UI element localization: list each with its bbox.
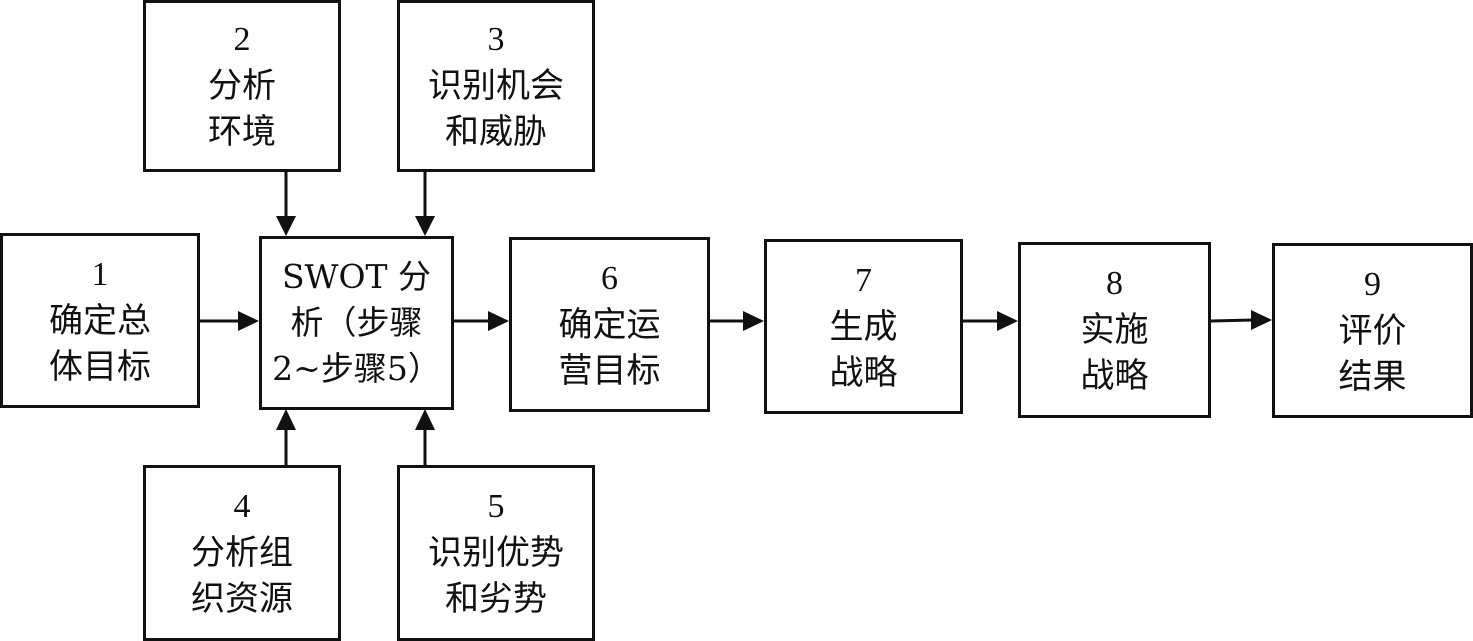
box-label-line: 体目标	[49, 346, 151, 387]
box-label-line: 确定运	[558, 304, 661, 345]
box-label-line: 识别优势	[428, 533, 564, 573]
box-label-line: 营目标	[558, 350, 661, 391]
box-swot-analysis: SWOT 分 析（步骤 2~步骤5）	[259, 236, 454, 410]
box-label-line: 实施	[1080, 310, 1149, 350]
step-number: 3	[487, 21, 505, 58]
box-generate-strategy: 7 生成 战略	[764, 239, 963, 414]
step-number: 5	[487, 488, 505, 525]
arrowhead-5	[415, 409, 435, 430]
step-number: 8	[1106, 265, 1123, 302]
box-label-line: 生成	[829, 306, 898, 347]
step-number: 4	[233, 488, 251, 525]
arrowhead-4	[276, 409, 296, 430]
box-set-overall-goals: 1 确定总 体目标	[0, 233, 200, 408]
arrowhead-3	[415, 216, 435, 236]
box-label-line: 结果	[1338, 356, 1407, 397]
arrowhead-swot	[488, 311, 509, 331]
box-identify-opportunities-threats: 3 识别机会 和威胁	[397, 0, 595, 172]
box-implement-strategy: 8 实施 战略	[1018, 242, 1211, 418]
box-label-line: 战略	[829, 352, 898, 393]
arrowhead-2	[276, 216, 296, 236]
arrowhead-6	[743, 311, 764, 331]
box-label-line: 战略	[1080, 356, 1149, 396]
arrowhead-8	[1251, 310, 1272, 330]
box-label-line: 识别机会	[428, 66, 564, 106]
box-label-line: 分析组	[191, 533, 293, 573]
box-label-line: 环境	[208, 112, 276, 152]
arrow-8-to-9	[1210, 318, 1254, 323]
box-analyze-organization-resources: 4 分析组 织资源	[143, 465, 341, 641]
box-label-line: 评价	[1338, 310, 1407, 351]
box-evaluate-results: 9 评价 结果	[1272, 243, 1473, 418]
box-label-line: 2~步骤5）	[272, 349, 441, 388]
box-label-line: 和劣势	[445, 579, 547, 619]
box-label-line: 确定总	[49, 300, 151, 341]
step-number: 2	[233, 21, 251, 58]
box-identify-strengths-weaknesses: 5 识别优势 和劣势	[397, 465, 595, 641]
step-number: 6	[601, 259, 618, 297]
arrowhead-7	[997, 311, 1018, 331]
box-label-line: 分析	[208, 66, 276, 106]
step-number: 7	[855, 261, 872, 299]
box-label-line: 织资源	[191, 579, 293, 619]
box-analyze-environment: 2 分析 环境	[143, 0, 341, 172]
arrowhead-1	[238, 311, 259, 331]
step-number: 9	[1364, 265, 1381, 303]
box-label-line: SWOT 分	[281, 257, 432, 296]
box-label-line: 析（步骤	[290, 303, 423, 342]
step-number: 1	[91, 255, 109, 293]
box-label-line: 和威胁	[445, 112, 547, 152]
box-set-operating-goals: 6 确定运 营目标	[509, 237, 710, 412]
